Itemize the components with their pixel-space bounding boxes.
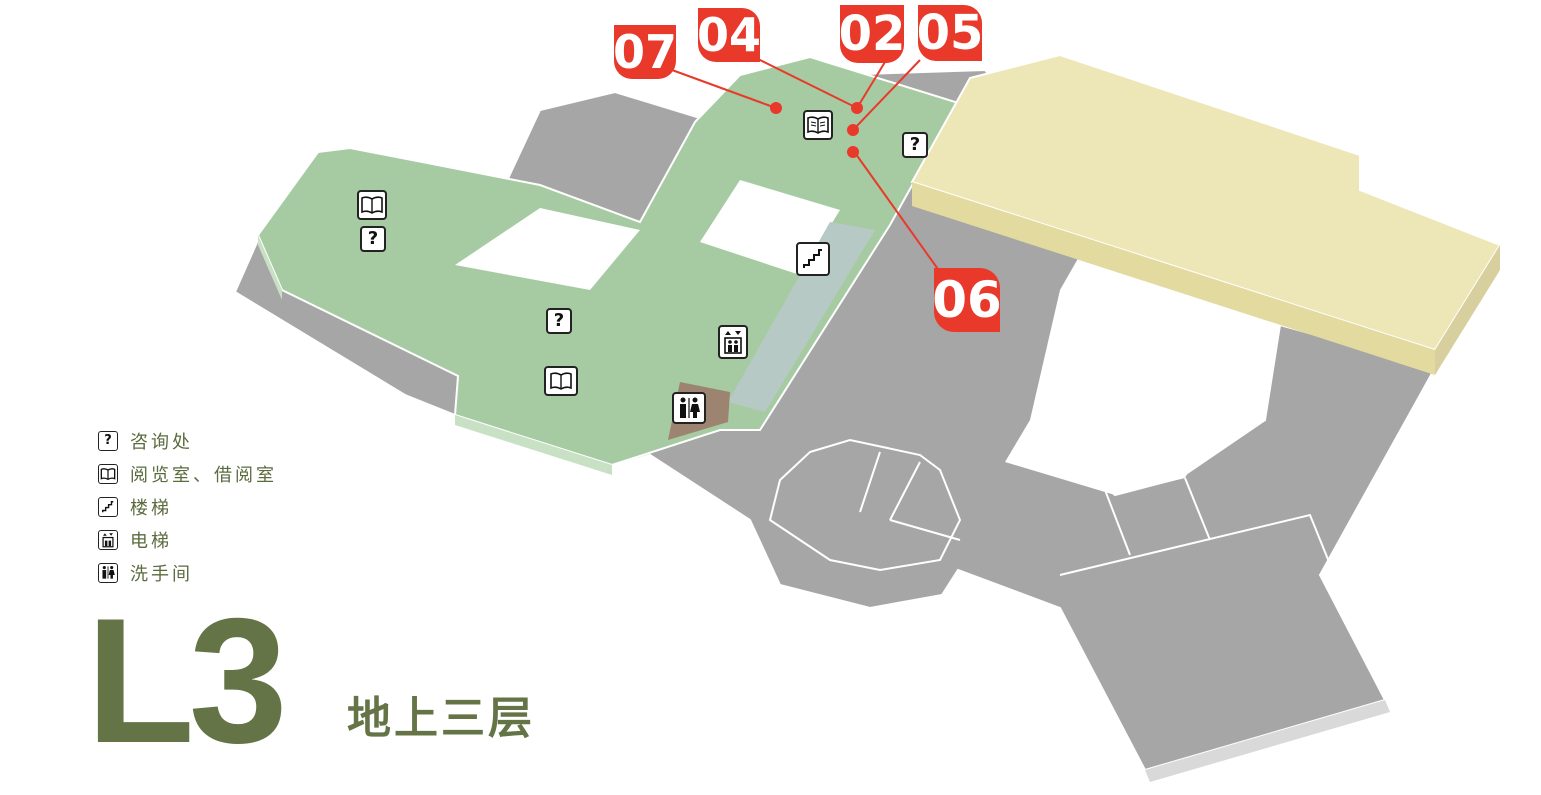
legend-label: 阅览室、借阅室	[130, 464, 277, 486]
marker-leader-lines	[671, 55, 941, 273]
legend-label: 楼梯	[130, 497, 172, 519]
library-zone-edge	[455, 415, 612, 475]
marker-tag-07[interactable]: 07	[613, 25, 678, 79]
legend-label: 电梯	[130, 530, 172, 552]
stairs-icon-map	[796, 242, 830, 276]
stairs-icon	[98, 496, 118, 517]
legend-item-reading-room: 阅览室、借阅室	[98, 457, 277, 490]
legend-label: 咨询处	[130, 431, 193, 453]
legend: ? 咨询处 阅览室、借阅室 楼梯	[98, 424, 277, 589]
book-icon	[361, 196, 383, 214]
reading-room-icon-west	[357, 190, 387, 220]
restroom-icon-map	[672, 392, 706, 424]
marker-tag-02[interactable]: 02	[838, 5, 906, 63]
library-zone-edge-left	[258, 235, 282, 300]
marker-tag-04[interactable]: 04	[697, 8, 762, 62]
grey-room-outlines	[768, 438, 1386, 701]
courtyard-opening	[1005, 255, 1265, 495]
adjacent-block-front	[912, 182, 1435, 375]
stairs-icon	[803, 249, 822, 268]
info-desk-icon-south: ?	[546, 308, 572, 334]
question-icon: ?	[909, 134, 921, 155]
question-icon: ?	[367, 228, 379, 249]
info-desk-icon-west: ?	[360, 226, 386, 252]
legend-label: 洗手间	[130, 563, 193, 585]
adjacent-block-side	[1435, 245, 1500, 375]
reading-room-icon-south	[544, 366, 578, 396]
book-icon	[807, 116, 829, 134]
elevator-icon	[98, 529, 118, 550]
legend-item-restroom: 洗手间	[98, 556, 277, 589]
floor-name: 地上三层	[347, 693, 535, 744]
adjacent-block-top	[910, 53, 1502, 352]
other-area-edge	[1145, 700, 1390, 782]
info-desk-icon-east: ?	[902, 132, 928, 158]
stair-well	[728, 222, 875, 412]
legend-item-stairs: 楼梯	[98, 490, 277, 523]
restroom-icon	[98, 562, 118, 583]
legend-item-elevator: 电梯	[98, 523, 277, 556]
elevator-icon-map	[718, 325, 748, 359]
marker-tag-06[interactable]: 06	[932, 268, 1002, 332]
book-icon	[98, 463, 118, 484]
question-icon: ?	[98, 430, 118, 451]
reading-room-icon-east	[803, 110, 833, 140]
legend-item-info-desk: ? 咨询处	[98, 424, 277, 457]
elevator-icon	[724, 331, 742, 354]
floor-code: L3	[86, 581, 288, 780]
green-courtyard-opening-west	[455, 208, 640, 290]
marker-dots	[770, 102, 863, 158]
question-icon: ?	[553, 310, 565, 331]
marker-tag-05[interactable]: 05	[916, 5, 984, 61]
restroom-icon	[680, 397, 700, 418]
book-icon	[550, 372, 572, 390]
